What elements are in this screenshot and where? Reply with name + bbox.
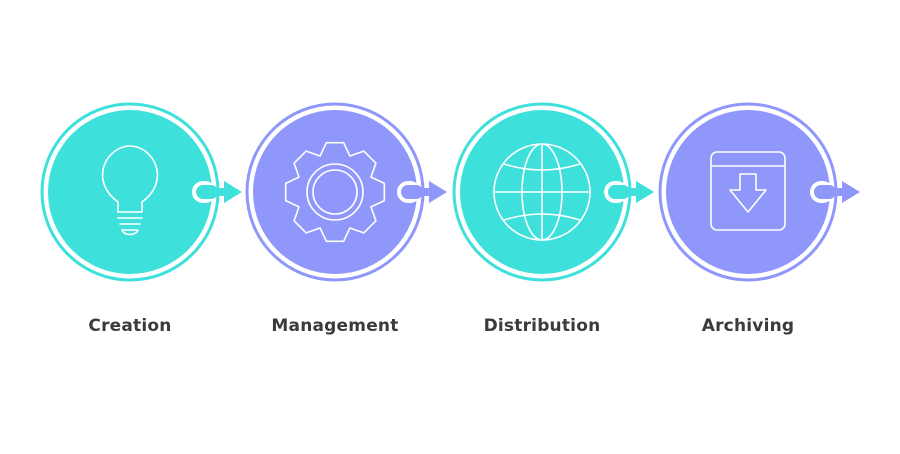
globe-icon: [493, 143, 591, 241]
arrow-head: [224, 181, 242, 203]
step-disc: [48, 110, 212, 274]
step-connector: [604, 181, 654, 203]
step-connector: [192, 181, 242, 203]
step-disc: [253, 110, 417, 274]
step-connector: [397, 181, 447, 203]
lightbulb-icon: [101, 145, 159, 236]
arrow-head: [842, 181, 860, 203]
step-management: [245, 102, 447, 282]
archive-box-icon: [710, 151, 786, 231]
step-disc: [666, 110, 830, 274]
step-label-archiving: Archiving: [701, 316, 795, 336]
step-label-distribution: Distribution: [483, 316, 601, 336]
arrow-head: [636, 181, 654, 203]
step-archiving: [658, 102, 860, 282]
gear-icon: [284, 141, 386, 243]
step-distribution: [452, 102, 654, 282]
arrow-head: [429, 181, 447, 203]
step-connector: [810, 181, 860, 203]
step-label-management: Management: [271, 316, 399, 336]
step-label-creation: Creation: [88, 316, 172, 336]
step-creation: [40, 102, 242, 282]
